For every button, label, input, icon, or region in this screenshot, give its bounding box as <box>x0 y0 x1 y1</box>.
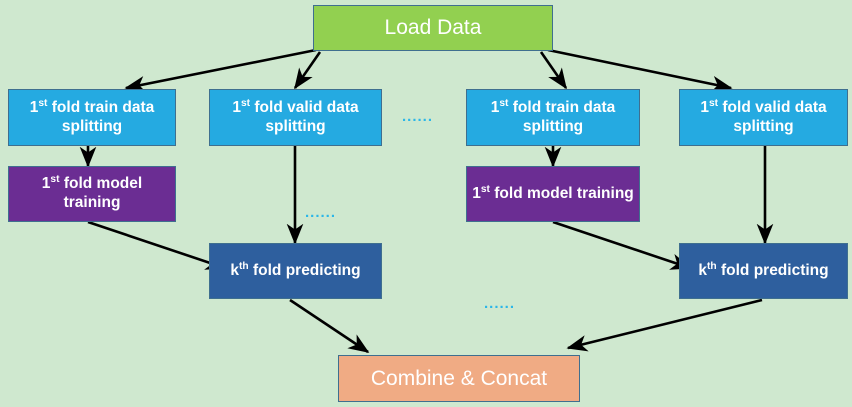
node-predict-2[interactable]: kth fold predicting <box>679 243 848 299</box>
arrow-load-to-split-1 <box>124 48 317 93</box>
node-combine-concat[interactable]: Combine & Concat <box>338 355 580 402</box>
node-split-1-label: 1st fold train data splitting <box>29 97 155 135</box>
ellipsis-middle-row: ...... <box>305 204 337 221</box>
node-load-data-label: Load Data <box>384 16 482 40</box>
ordinal-suffix: st <box>241 97 251 109</box>
arrow-load-to-split-2 <box>293 51 322 90</box>
ordinal-suffix: th <box>239 260 249 272</box>
ordinal-suffix: st <box>499 97 509 109</box>
node-split-4-label: 1st fold valid data splitting <box>700 97 827 135</box>
node-split-2-label: 1st fold valid data splitting <box>232 97 359 135</box>
node-split-1[interactable]: 1st fold train data splitting <box>8 89 176 146</box>
arrow-predict-2-to-combine <box>566 298 763 352</box>
arrow-train-2-to-predict-2 <box>552 220 692 270</box>
ellipsis-bottom-row: ...... <box>484 295 516 312</box>
node-predict-1[interactable]: kth fold predicting <box>209 243 382 299</box>
ordinal-suffix: st <box>480 183 490 195</box>
node-load-data[interactable]: Load Data <box>313 5 553 51</box>
node-split-3-label: 1st fold train data splitting <box>490 97 616 135</box>
node-train-1[interactable]: 1st fold model training <box>8 166 176 222</box>
arrow-load-to-split-3 <box>539 51 568 90</box>
node-predict-2-label: kth fold predicting <box>698 260 829 279</box>
node-predict-1-label: kth fold predicting <box>230 260 361 279</box>
arrow-load-to-split-4 <box>547 48 733 93</box>
node-train-2[interactable]: 1st fold model training <box>466 166 640 222</box>
node-train-2-label: 1st fold model training <box>472 183 634 202</box>
ellipsis-top-row: ...... <box>402 108 434 125</box>
node-combine-concat-label: Combine & Concat <box>370 366 548 390</box>
ordinal-suffix: th <box>707 260 717 272</box>
node-split-3[interactable]: 1st fold train data splitting <box>466 89 640 146</box>
ordinal-suffix: st <box>50 174 60 186</box>
node-split-2[interactable]: 1st fold valid data splitting <box>209 89 382 146</box>
node-split-4[interactable]: 1st fold valid data splitting <box>679 89 848 146</box>
ordinal-suffix: st <box>38 97 48 109</box>
ordinal-suffix: st <box>709 97 719 109</box>
arrow-predict-1-to-combine <box>289 298 370 354</box>
arrow-train-1-to-predict-1 <box>87 220 227 270</box>
node-train-1-label: 1st fold model training <box>41 174 143 211</box>
